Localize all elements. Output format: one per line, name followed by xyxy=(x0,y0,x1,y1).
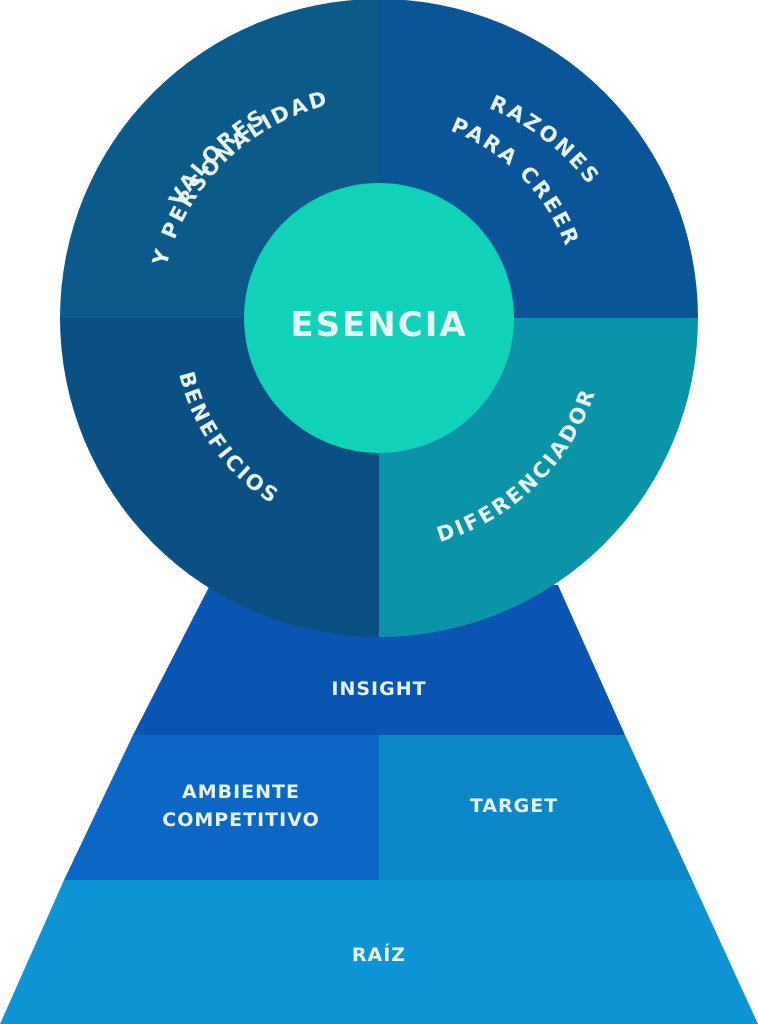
essence-wheel xyxy=(60,0,698,637)
esencia-circle xyxy=(244,183,514,453)
ambiente-label-line2: COMPETITIVO xyxy=(162,809,320,831)
target-label: TARGET xyxy=(470,795,558,817)
ambiente-competitivo-segment xyxy=(64,735,379,880)
target-segment xyxy=(379,735,692,880)
insight-label: INSIGHT xyxy=(331,678,426,700)
raiz-segment xyxy=(0,880,758,1024)
insight-segment xyxy=(133,585,625,735)
esencia-label: ESENCIA xyxy=(290,305,467,345)
ambiente-label-line1: AMBIENTE xyxy=(182,781,300,803)
raiz-label: RAÍZ xyxy=(352,943,406,966)
pyramid xyxy=(0,585,758,1024)
